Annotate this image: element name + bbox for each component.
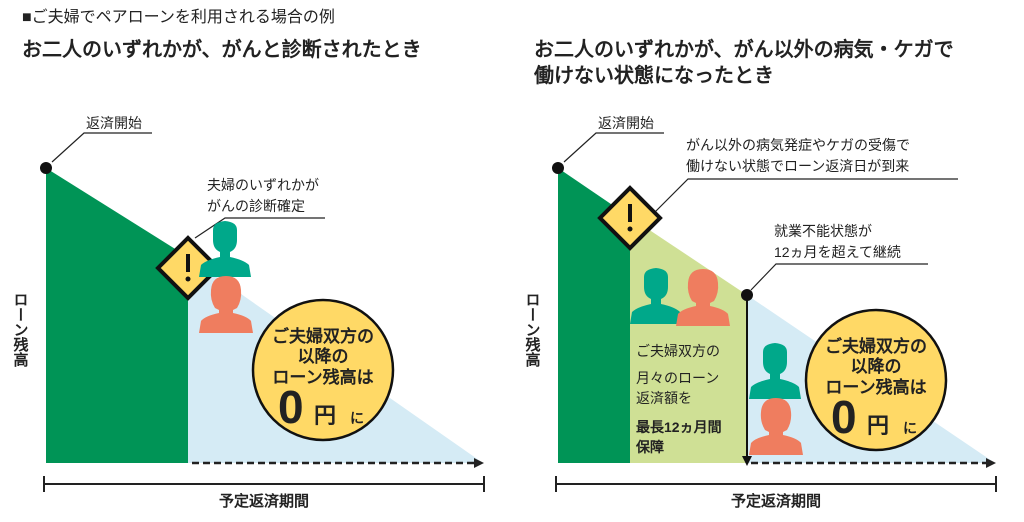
guarantee-3: 返済額を: [636, 390, 692, 406]
circle-ni: に: [903, 420, 917, 436]
warning-icon: [597, 185, 663, 251]
y-axis-label: ローン残高: [12, 292, 29, 368]
continue-label-1: 就業不能状態が: [774, 223, 872, 239]
circle-yen: 円: [314, 403, 336, 428]
guarantee-1: ご夫婦双方の: [636, 343, 720, 359]
warning-icon: [155, 235, 221, 301]
paid-area: [46, 168, 188, 463]
left-panel: お二人のいずれかが、がんと診断されたとき 返済開始 夫婦のいずれかが がんの診断…: [12, 37, 485, 510]
y-axis-label: ローン残高: [524, 292, 541, 368]
guarantee-2: 月々のローン: [636, 370, 719, 386]
circle-ni: に: [350, 410, 364, 426]
x-axis-label: 予定返済期間: [731, 492, 821, 510]
guarantee-5: 保障: [635, 439, 664, 455]
event-label-2: がんの診断確定: [207, 198, 305, 214]
circle-line2: 以降の: [851, 356, 902, 376]
left-title: お二人のいずれかが、がんと診断されたとき: [22, 37, 422, 61]
arrow-head-icon: [986, 458, 996, 468]
zero-balance-circle: ご夫婦双方の 以降の ローン残高は 0 円 に: [804, 308, 948, 452]
arrow-head-icon: [474, 458, 484, 468]
circle-line3: ローン残高は: [272, 367, 373, 387]
guarantee-4: 最長12ヵ月間: [636, 419, 722, 435]
circle-zero: 0: [278, 381, 304, 433]
event-label-1: がん以外の病気発症やケガの受傷で: [686, 137, 910, 153]
paid-area: [558, 168, 630, 463]
circle-line3: ローン残高は: [825, 377, 926, 397]
start-label: 返済開始: [86, 115, 142, 131]
circle-line1: ご夫婦双方の: [825, 336, 927, 356]
event-label-1: 夫婦のいずれかが: [207, 177, 319, 193]
right-panel: お二人のいずれかが、がん以外の病気・ケガで 働けない状態になったとき 返済開始 …: [524, 37, 997, 510]
start-dot: [40, 162, 52, 174]
zero-balance-circle: ご夫婦双方の 以降の ローン残高は 0 円 に: [251, 298, 395, 442]
event-label-2: 働けない状態でローン返済日が到来: [686, 158, 909, 174]
circle-line1: ご夫婦双方の: [272, 326, 374, 346]
down-arrow-icon: [742, 456, 752, 466]
right-title-1: お二人のいずれかが、がん以外の病気・ケガで: [534, 37, 954, 61]
circle-zero: 0: [831, 391, 857, 443]
x-axis-label: 予定返済期間: [219, 492, 309, 510]
start-label: 返済開始: [598, 115, 654, 131]
circle-line2: 以降の: [298, 346, 349, 366]
circle-yen: 円: [867, 413, 889, 438]
start-dot: [552, 162, 564, 174]
continue-label-2: 12ヵ月を超えて継続: [774, 244, 901, 260]
right-title-2: 働けない状態になったとき: [533, 63, 774, 87]
husband-icon: [199, 221, 251, 277]
header-caption: ■ご夫婦でペアローンを利用される場合の例: [22, 8, 335, 26]
